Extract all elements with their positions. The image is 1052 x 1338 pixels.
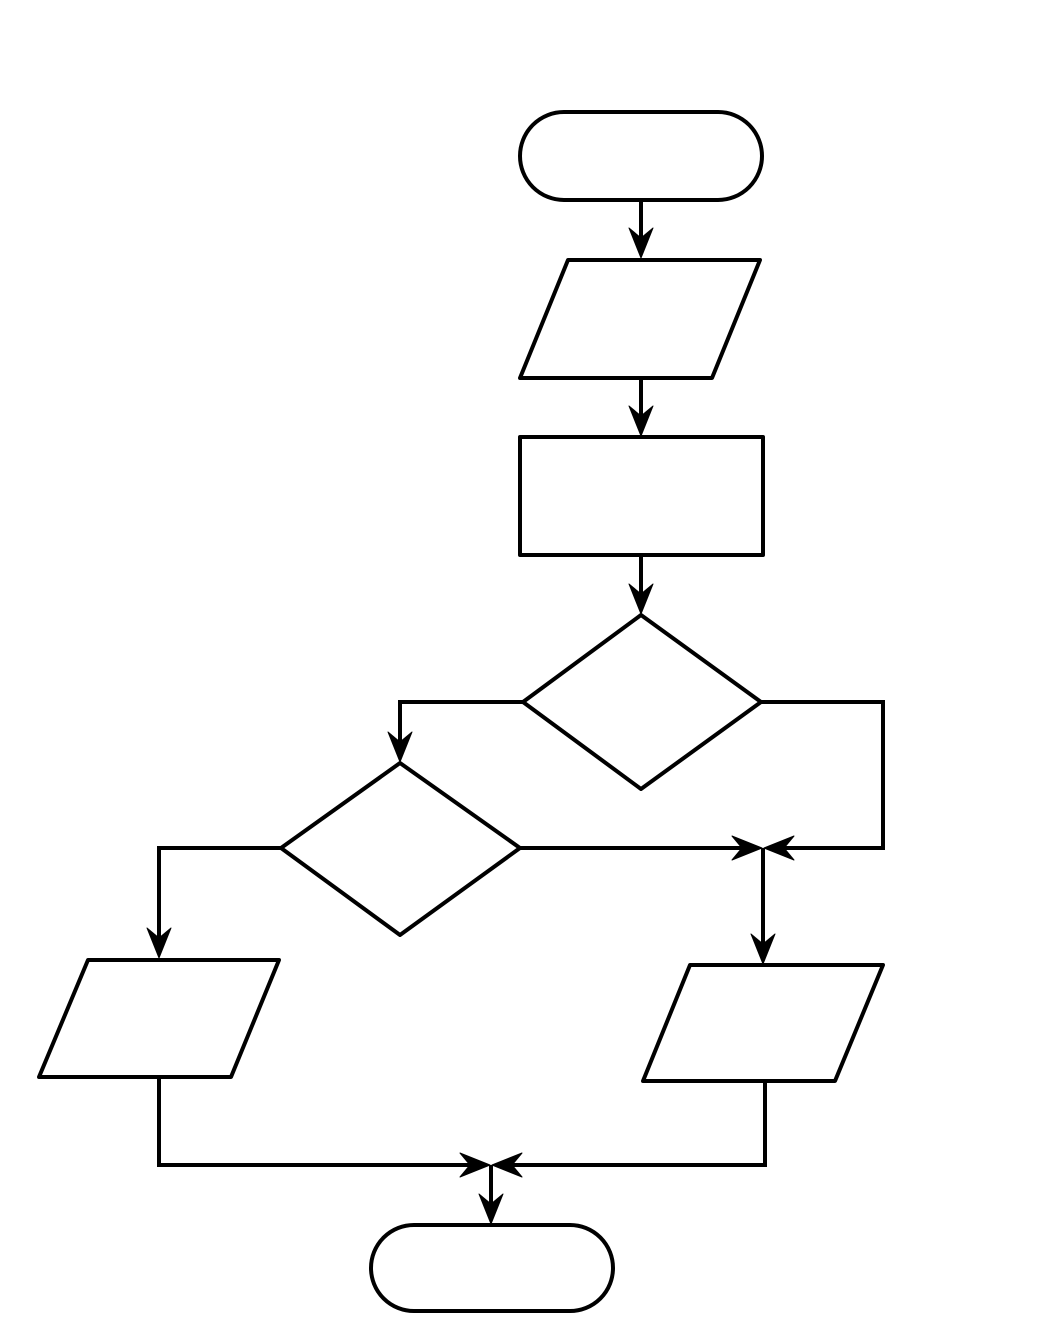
arrowhead-merge-to-end xyxy=(478,1193,504,1225)
input-output-shape xyxy=(641,963,885,1083)
arrowhead-decision-2-left-to-output-left xyxy=(146,927,172,959)
node-end xyxy=(369,1223,615,1313)
edge-decision-1-left-to-decision-2 xyxy=(398,700,523,744)
input-output-shape xyxy=(518,258,762,380)
node-process xyxy=(518,435,765,557)
arrowhead-output-left-to-end-merge xyxy=(459,1152,491,1178)
node-decision-2 xyxy=(279,761,522,937)
terminator-shape xyxy=(518,110,764,202)
arrowhead-decision-2-right-to-merge xyxy=(731,835,763,861)
flowchart-nodes xyxy=(37,110,885,1313)
arrowhead-merge-to-output-right xyxy=(750,933,776,965)
arrowhead-output-right-to-end-merge xyxy=(491,1152,523,1178)
edge-output-left-to-end-merge xyxy=(157,1077,472,1167)
edge-decision-2-left-to-output-left xyxy=(157,846,281,940)
arrowhead-process-to-decision-1 xyxy=(628,583,654,615)
flowchart-edges xyxy=(146,200,885,1225)
arrowhead-decision-1-left-to-decision-2 xyxy=(387,731,413,763)
edge-decision-1-right-to-merge xyxy=(761,700,885,850)
edge-output-right-to-end-merge xyxy=(510,1081,767,1167)
node-input xyxy=(518,258,762,380)
node-output-right xyxy=(641,963,885,1083)
node-output-left xyxy=(37,958,281,1079)
decision-shape xyxy=(279,761,522,937)
arrowhead-input-to-process xyxy=(628,405,654,437)
process-shape xyxy=(518,435,765,557)
node-decision-1 xyxy=(521,613,763,791)
terminator-shape xyxy=(369,1223,615,1313)
arrowhead-decision-1-right-to-merge xyxy=(763,835,795,861)
node-start xyxy=(518,110,764,202)
decision-shape xyxy=(521,613,763,791)
input-output-shape xyxy=(37,958,281,1079)
arrowhead-start-to-input xyxy=(628,227,654,259)
